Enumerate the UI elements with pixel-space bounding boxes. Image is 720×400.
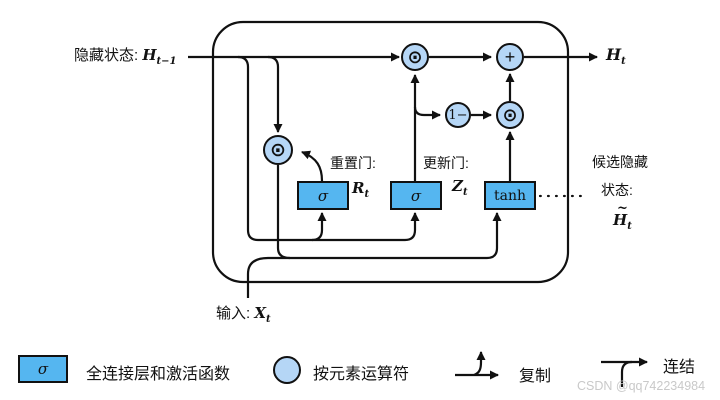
add-operator-icon: + [496,43,524,71]
reset-elementwise-mul-icon: ⊙ [263,135,293,165]
candidate-elementwise-mul-icon: ⊙ [496,101,524,129]
update-gate-var: Zt [452,177,468,198]
one-minus-operator-icon: 1− [445,102,471,128]
wire-input-to-tanh [246,212,502,298]
legend-copy-label: 复制 [519,368,552,385]
update-elementwise-mul-icon: ⊙ [401,43,429,71]
hidden-state-var: Ht−1 [142,46,177,67]
reset-gate-label: 重置门: [330,155,376,171]
wire-hidden-to-reset-mul [267,55,283,133]
wire-reset-sigma-to-mul [301,150,324,182]
tanh-box: tanh [484,181,536,210]
tilde-mark: ~ [617,201,628,216]
candidate-label-line2: 状态: [601,182,633,198]
reset-gate-var: Rt [352,179,370,200]
update-gate-label: 更新门: [423,155,469,171]
update-sigma-box: σ [390,181,442,210]
concat-icon [601,357,648,387]
legend-fc-label: 全连接层和激活函数 [86,366,231,383]
output-var: Ht [606,45,626,68]
reset-sigma-box: σ [297,181,349,210]
watermark: CSDN @qq742234984 [577,379,706,393]
wire-sigma-bus [237,55,420,242]
wire-branch-one-minus [413,106,441,120]
hidden-state-label: 隐藏状态: Ht−1 [74,46,177,67]
input-label: 输入: Xt [216,304,271,325]
candidate-label-line1: 候选隐藏 [592,154,648,170]
copy-icon [455,351,499,380]
legend-concat-label: 连结 [663,359,696,376]
candidate-var: ~Ht [613,201,632,232]
wire-resetmul-join-bus [276,165,291,260]
cell-boundary-box [211,20,570,284]
legend-sigma-box: σ [18,355,68,383]
input-var: Xt [254,304,271,325]
legend-elementwise-label: 按元素运算符 [313,366,410,383]
legend-elementwise-circle-icon [273,356,301,384]
wire-bus-to-reset-sigma [311,212,327,242]
